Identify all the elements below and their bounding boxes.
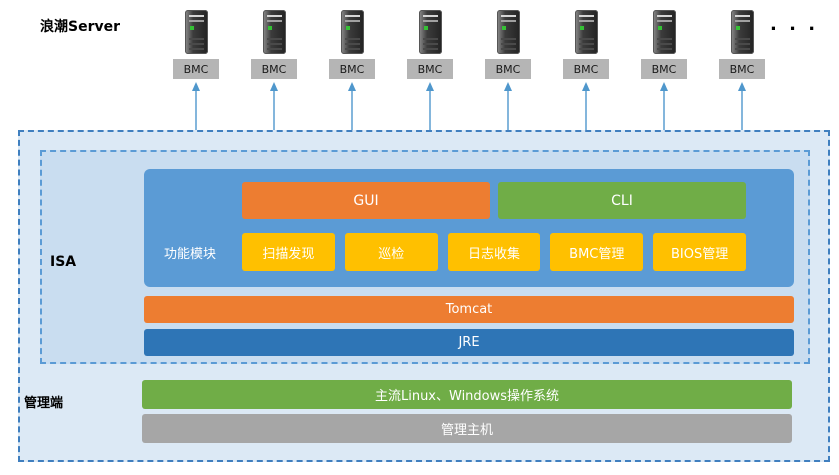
host-bar: 管理主机 — [142, 414, 792, 443]
bmc-label: BMC — [641, 59, 687, 79]
jre-bar: JRE — [144, 329, 794, 356]
server-unit: BMC — [558, 10, 614, 79]
bmc-label: BMC — [407, 59, 453, 79]
interface-row-spacer — [164, 182, 234, 219]
os-bar: 主流Linux、Windows操作系统 — [142, 380, 792, 409]
function-module-label: 功能模块 — [164, 246, 217, 262]
server-group-label: 浪潮Server — [40, 19, 121, 35]
server-unit: BMC — [168, 10, 224, 79]
server-icon — [184, 10, 208, 54]
module-box: 扫描发现 — [242, 233, 335, 271]
bmc-label: BMC — [563, 59, 609, 79]
server-icon — [262, 10, 286, 54]
management-container-label: 管理端 — [24, 396, 64, 411]
server-unit: BMC — [324, 10, 380, 79]
module-box: 巡检 — [344, 233, 438, 271]
isa-container-label: ISA — [50, 254, 77, 270]
bmc-label: BMC — [485, 59, 531, 79]
bmc-label: BMC — [251, 59, 297, 79]
server-unit: BMC — [636, 10, 692, 79]
server-icon — [730, 10, 754, 54]
module-box: 日志收集 — [447, 233, 541, 271]
bmc-label: BMC — [173, 59, 219, 79]
server-unit: BMC — [402, 10, 458, 79]
server-icon — [652, 10, 676, 54]
server-icon — [340, 10, 364, 54]
server-unit: BMC — [714, 10, 770, 79]
server-row: BMC BMC BMC BMC BMC BMC BMC BMC — [0, 0, 839, 130]
tomcat-bar: Tomcat — [144, 296, 794, 323]
server-icon — [418, 10, 442, 54]
bmc-label: BMC — [719, 59, 765, 79]
server-unit: BMC — [246, 10, 302, 79]
server-unit: BMC — [480, 10, 536, 79]
module-box: BMC管理 — [550, 233, 644, 271]
gui-box: GUI — [242, 182, 490, 219]
server-icon — [496, 10, 520, 54]
cli-box: CLI — [498, 182, 746, 219]
bmc-label: BMC — [329, 59, 375, 79]
server-icon — [574, 10, 598, 54]
module-box: BIOS管理 — [653, 233, 746, 271]
more-servers-ellipsis: . . . — [770, 14, 819, 35]
interface-row: GUI CLI — [164, 182, 746, 219]
